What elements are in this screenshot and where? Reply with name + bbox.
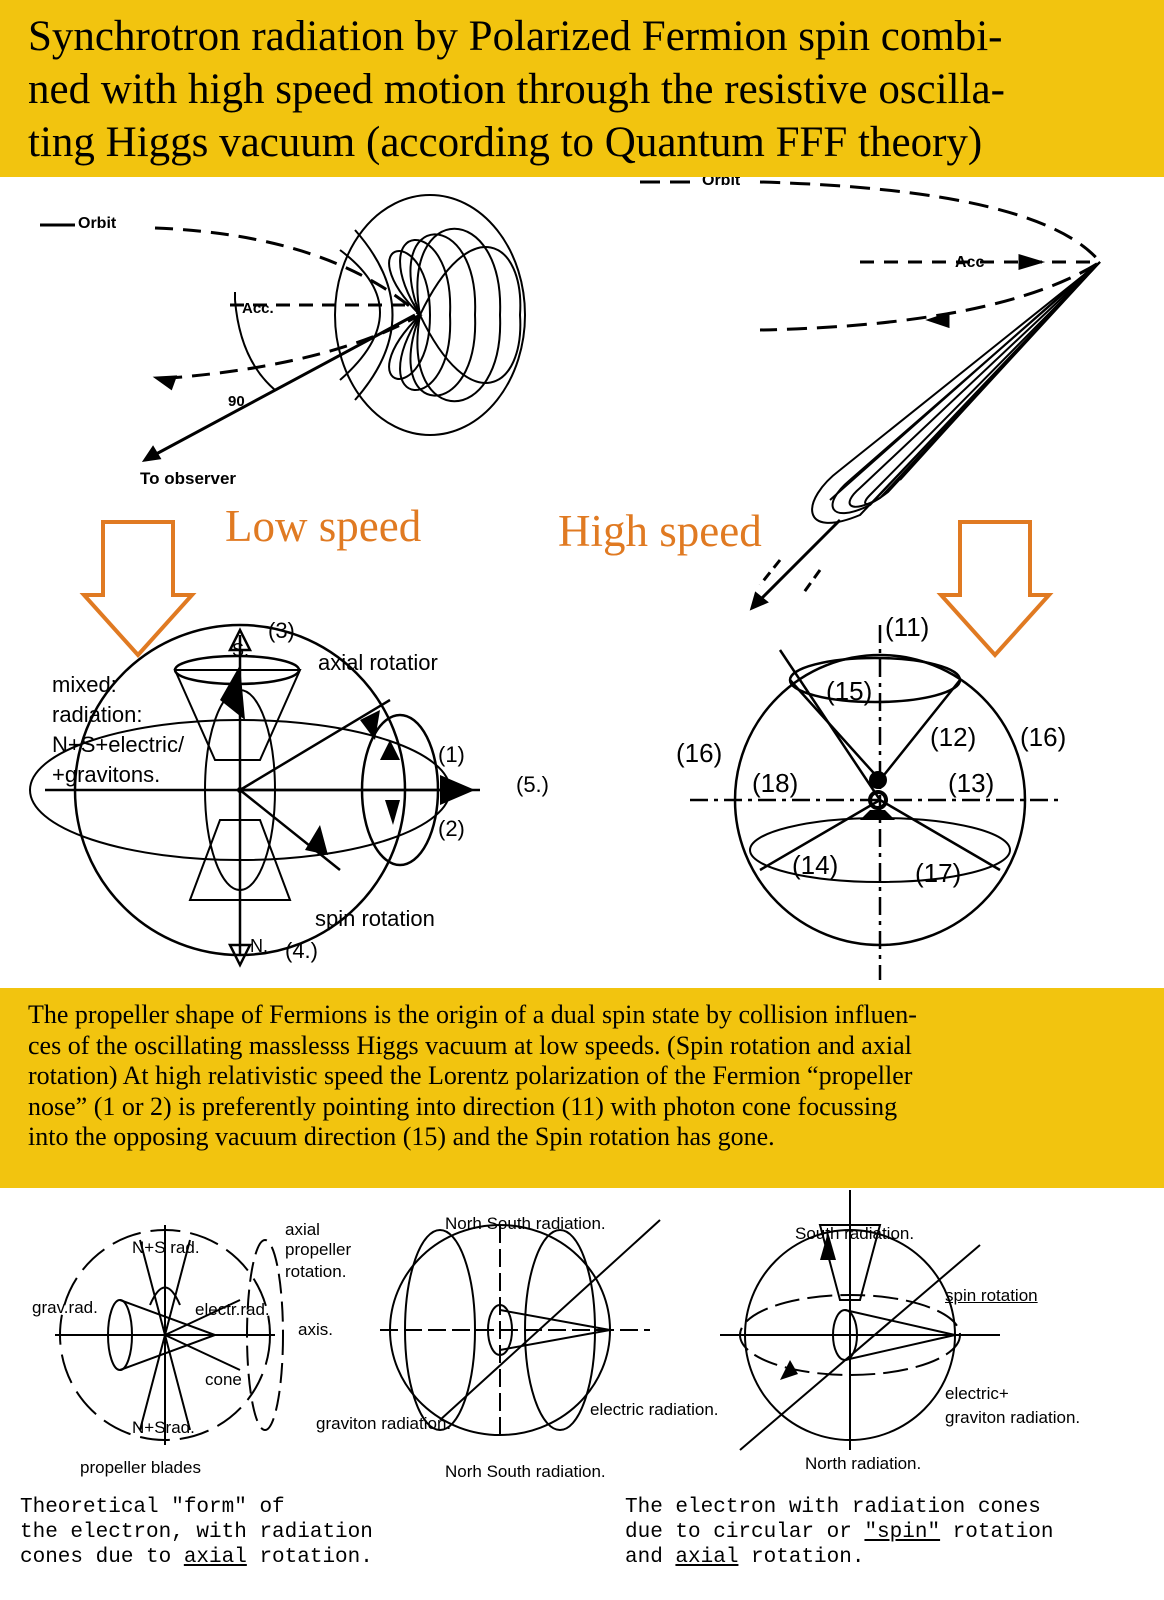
label-grav-rad-b: grav.rad.	[32, 1298, 98, 1318]
label-axis-b: axis.	[298, 1320, 333, 1340]
label-14: (14)	[792, 850, 838, 881]
low-speed-sphere	[0, 610, 600, 988]
label-rotation-b: rotation.	[285, 1262, 346, 1282]
observer-label: To observer	[140, 469, 236, 488]
label-15: (15)	[826, 676, 872, 707]
label-axial-rotation: axial rotatior	[318, 650, 438, 676]
caption-line: The propeller shape of Fermions is the o…	[28, 1000, 1138, 1031]
label-12: (12)	[930, 722, 976, 753]
label-cone-b: cone	[205, 1370, 242, 1390]
label-ns-electric: N+S+electric/	[52, 732, 184, 758]
label-n: N.	[250, 936, 268, 957]
label-radiation: radiation:	[52, 702, 143, 728]
label-2: (2)	[438, 816, 465, 842]
page-title: Synchrotron radiation by Polarized Fermi…	[28, 10, 1138, 169]
label-mixed: mixed:	[52, 672, 117, 698]
orbit-path-left	[155, 228, 420, 378]
angle-label: 90	[228, 393, 245, 410]
caption-right-line: due to circular or	[625, 1521, 864, 1544]
label-electric-radiation: electric radiation.	[590, 1400, 719, 1420]
high-speed-label: High speed	[558, 505, 762, 557]
title-line: ting Higgs vacuum (according to Quantum …	[28, 116, 1138, 169]
label-electric-plus: electric+	[945, 1384, 1009, 1404]
caption-right-line: rotation	[940, 1521, 1053, 1544]
caption-right-spin: "spin"	[864, 1521, 940, 1544]
label-ns-top: Norh South radiation.	[445, 1214, 606, 1234]
caption-left-line: cones due to	[20, 1546, 184, 1569]
label-13: (13)	[948, 768, 994, 799]
label-16-left: (16)	[676, 738, 722, 769]
caption-right-line: rotation.	[738, 1546, 864, 1569]
acc-label-right: Acc	[955, 254, 984, 271]
caption-line: rotation) At high relativistic speed the…	[28, 1061, 1138, 1092]
caption-left-line: Theoretical "form" of	[20, 1496, 285, 1519]
label-3: (3)	[268, 618, 295, 644]
caption-right-line: and	[625, 1546, 675, 1569]
label-north-radiation: North radiation.	[805, 1454, 921, 1474]
high-speed-sphere	[600, 610, 1164, 988]
label-ns-rad2-b: N+Srad.	[132, 1418, 195, 1438]
label-propeller-blades: propeller blades	[80, 1458, 201, 1478]
caption-left-line: rotation.	[247, 1546, 373, 1569]
label-graviton-radiation-b: graviton radiation.	[945, 1408, 1080, 1428]
caption-line: nose” (1 or 2) is preferently pointing i…	[28, 1092, 1138, 1123]
label-spin-rotation-b: spin rotation	[945, 1286, 1038, 1306]
caption-right-axial: axial	[675, 1546, 738, 1569]
label-ns-bottom: Norh South radiation.	[445, 1462, 606, 1482]
label-18: (18)	[752, 768, 798, 799]
label-propeller-b: propeller	[285, 1240, 351, 1260]
title-line: Synchrotron radiation by Polarized Fermi…	[28, 10, 1138, 63]
orbit-label-right: Orbit	[702, 177, 741, 189]
label-south-radiation: South radiation.	[795, 1224, 914, 1244]
caption-line: ces of the oscillating masslesss Higgs v…	[28, 1031, 1138, 1062]
beam-cone	[812, 262, 1100, 523]
label-11: (11)	[885, 612, 929, 643]
label-gravitons: +gravitons.	[52, 762, 160, 788]
title-line: ned with high speed motion through the r…	[28, 63, 1138, 116]
low-speed-label: Low speed	[225, 500, 421, 552]
orbit-path-right	[640, 182, 1100, 330]
label-axial-b: axial	[285, 1220, 320, 1240]
label-graviton-radiation: graviton radiation.	[316, 1414, 451, 1434]
caption-left-axial: axial	[184, 1546, 247, 1569]
caption-right: The electron with radiation cones due to…	[625, 1495, 1054, 1570]
label-5: (5.)	[516, 772, 549, 798]
caption-text: The propeller shape of Fermions is the o…	[28, 1000, 1138, 1153]
label-ns-rad-b: N+S rad.	[132, 1238, 200, 1258]
label-1: (1)	[438, 742, 465, 768]
label-4: (4.)	[285, 938, 318, 964]
label-17: (17)	[915, 858, 961, 889]
caption-right-line: The electron with radiation cones	[625, 1496, 1041, 1519]
caption-line: into the opposing vacuum direction (15) …	[28, 1122, 1138, 1153]
label-s: S.	[232, 640, 249, 661]
caption-left: Theoretical "form" of the electron, with…	[20, 1495, 373, 1570]
label-16-right: (16)	[1020, 722, 1066, 753]
caption-left-line: the electron, with radiation	[20, 1521, 373, 1544]
label-electr-rad-b: electr.rad.	[195, 1300, 270, 1320]
acc-label: Acc.	[242, 300, 274, 317]
orbit-label: Orbit	[78, 215, 117, 232]
label-spin-rotation: spin rotation	[315, 906, 435, 932]
